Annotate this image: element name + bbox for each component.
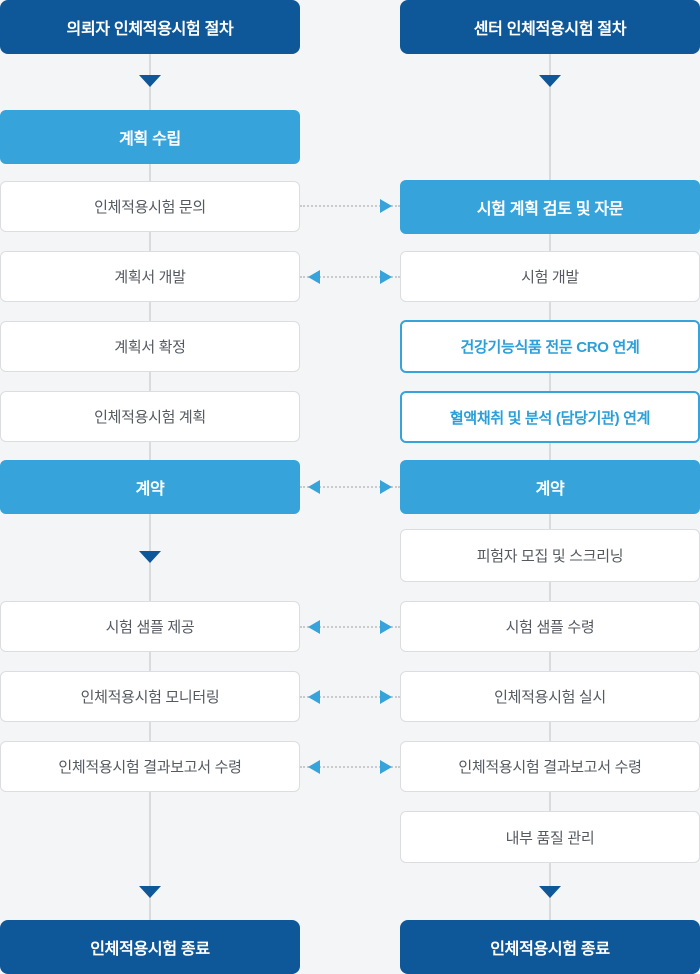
left-arrow-icon [308,270,320,284]
step-plan-review-advice: 시험 계획 검토 및 자문 [400,180,700,234]
step-protocol-development: 계획서 개발 [0,251,300,302]
step-internal-qc: 내부 품질 관리 [400,811,700,863]
down-arrow-icon [539,886,561,898]
step-test-plan: 인체적용시험 계획 [0,391,300,442]
left-arrow-icon [308,760,320,774]
right-arrow-icon [380,620,392,634]
footer-client-end: 인체적용시험 종료 [0,920,300,974]
step-sample-receive: 시험 샘플 수령 [400,601,700,652]
right-arrow-icon [380,760,392,774]
step-report-receive-center: 인체적용시험 결과보고서 수령 [400,741,700,792]
connector-sample [300,619,400,635]
step-test-development: 시험 개발 [400,251,700,302]
step-report-receive-client: 인체적용시험 결과보고서 수령 [0,741,300,792]
right-arrow-icon [380,480,392,494]
right-arrow-icon [380,270,392,284]
connector-inquiry-to-review [300,198,400,214]
down-arrow-icon [139,75,161,87]
down-arrow-icon [539,75,561,87]
step-recruit-screening: 피험자 모집 및 스크리닝 [400,529,700,582]
left-arrow-icon [308,620,320,634]
dotted-line [300,276,400,278]
connector-contract [300,479,400,495]
step-monitoring: 인체적용시험 모니터링 [0,671,300,722]
dotted-line [300,766,400,768]
step-contract-client: 계약 [0,460,300,514]
footer-center-end: 인체적용시험 종료 [400,920,700,974]
down-arrow-icon [139,551,161,563]
dotted-line [300,486,400,488]
step-contract-center: 계약 [400,460,700,514]
dotted-line [300,696,400,698]
down-arrow-icon [139,886,161,898]
header-client-procedure: 의뢰자 인체적용시험 절차 [0,0,300,54]
step-cro-link: 건강기능식품 전문 CRO 연계 [400,320,700,373]
right-arrow-icon [380,199,392,213]
right-arrow-icon [380,690,392,704]
left-arrow-icon [308,480,320,494]
step-protocol-confirmation: 계획서 확정 [0,321,300,372]
connector-report [300,759,400,775]
step-blood-analysis-link: 혈액채취 및 분석 (담당기관) 연계 [400,391,700,443]
dotted-line [300,626,400,628]
connector-monitoring [300,689,400,705]
header-center-procedure: 센터 인체적용시험 절차 [400,0,700,54]
left-arrow-icon [308,690,320,704]
step-plan-setup: 계획 수립 [0,110,300,164]
step-test-inquiry: 인체적용시험 문의 [0,181,300,232]
dotted-line [300,205,400,207]
step-test-conduct: 인체적용시험 실시 [400,671,700,722]
step-sample-provide: 시험 샘플 제공 [0,601,300,652]
connector-protocol-dev [300,269,400,285]
